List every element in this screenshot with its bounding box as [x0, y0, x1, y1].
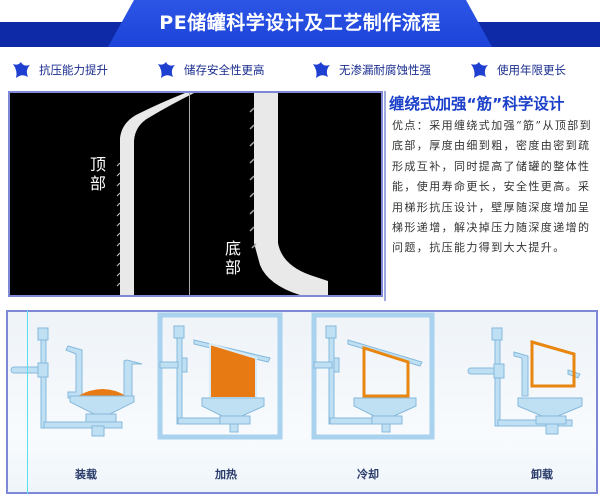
step-label-heating: 加热	[215, 468, 237, 481]
feature-item: 无渗漏耐腐蚀性强	[310, 56, 431, 84]
feature-label: 抗压能力提升	[39, 63, 108, 77]
section-divider	[384, 91, 386, 301]
step-heating-diagram	[157, 312, 283, 440]
feature-item: 储存安全性更高	[155, 56, 265, 84]
rotomolding-process-diagram: .f{fill:#bfe0f3;stroke:#86b9dc;stroke-wi…	[10, 312, 583, 440]
feature-label: 储存安全性更高	[184, 63, 265, 77]
step-label-unloading: 卸载	[531, 468, 553, 481]
process-diagram-panel: .f{fill:#bfe0f3;stroke:#86b9dc;stroke-wi…	[6, 310, 598, 494]
banner-title-plate	[108, 0, 492, 47]
blue-splat-star-icon	[158, 62, 175, 78]
feature-item: 抗压能力提升	[10, 56, 108, 84]
feature-label: 无渗漏耐腐蚀性强	[339, 63, 431, 77]
section-heading: 缠绕式加强“筋”科学设计	[389, 95, 565, 113]
section-description: 优点：采用缠绕式加强“筋”从顶部到底部，厚度由细到粗，密度由密到疏形成互补，同时…	[392, 119, 593, 255]
blue-splat-star-icon	[13, 62, 30, 78]
step-loading-diagram	[10, 327, 143, 437]
top-label: 顶部	[90, 155, 107, 193]
page-title: PE储罐科学设计及工艺制作流程	[159, 12, 441, 34]
step-label-cooling: 冷却	[357, 468, 379, 481]
feature-item: 使用年限更长	[468, 56, 566, 84]
rib-cross-section-photo: 顶部 底部	[8, 91, 383, 297]
step-unloading-diagram	[467, 327, 583, 435]
feature-list: 抗压能力提升 储存安全性更高 无渗漏耐腐蚀性强 使用年限更长	[0, 56, 600, 84]
blue-splat-star-icon	[313, 62, 330, 78]
tank-wall-illustration	[116, 93, 328, 295]
guide-line	[27, 310, 28, 494]
header-banner: PE储罐科学设计及工艺制作流程	[0, 0, 600, 48]
blue-splat-star-icon	[471, 62, 488, 78]
step-cooling-diagram	[311, 312, 435, 440]
bottom-label: 底部	[225, 239, 242, 277]
feature-label: 使用年限更长	[497, 63, 566, 77]
step-label-loading: 装载	[75, 468, 97, 481]
